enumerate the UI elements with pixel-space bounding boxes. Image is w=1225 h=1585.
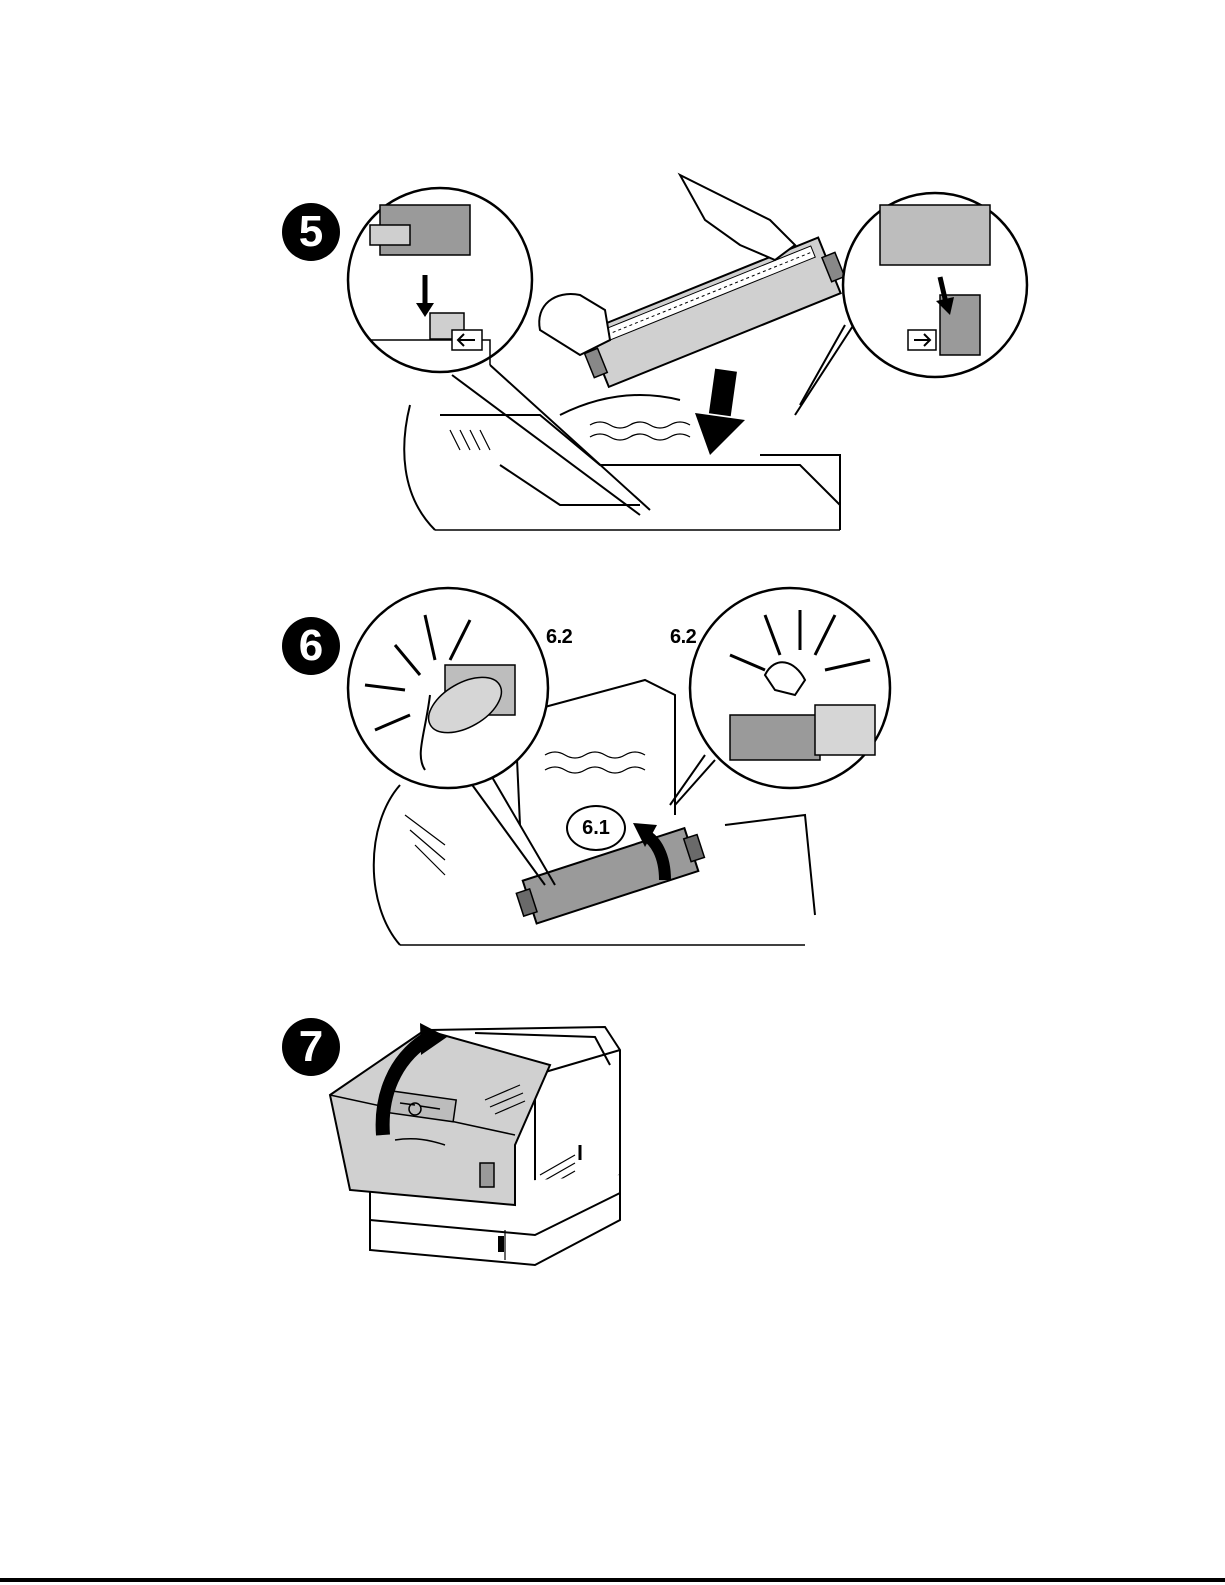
lock-fuser-illustration [345,585,900,955]
right-detail-inset [690,588,890,788]
arrow-left-icon [452,330,482,350]
right-detail-inset [843,193,1027,377]
fuser-unit [577,234,850,391]
step-number-badge: 5 [282,203,340,261]
arrow-down-icon [695,369,745,455]
callout-6-2-right: 6.2 [670,626,696,649]
callout-6-2-left: 6.2 [546,626,572,649]
step-number-badge: 6 [282,617,340,675]
arrow-right-icon [908,330,936,350]
close-front-door-illustration [325,1015,630,1270]
left-detail-inset [348,588,548,788]
page-bottom-rule [0,1578,1225,1582]
left-detail-inset [348,188,532,372]
callout-6-1: 6.1 [566,805,626,851]
install-fuser-illustration [340,165,1040,550]
